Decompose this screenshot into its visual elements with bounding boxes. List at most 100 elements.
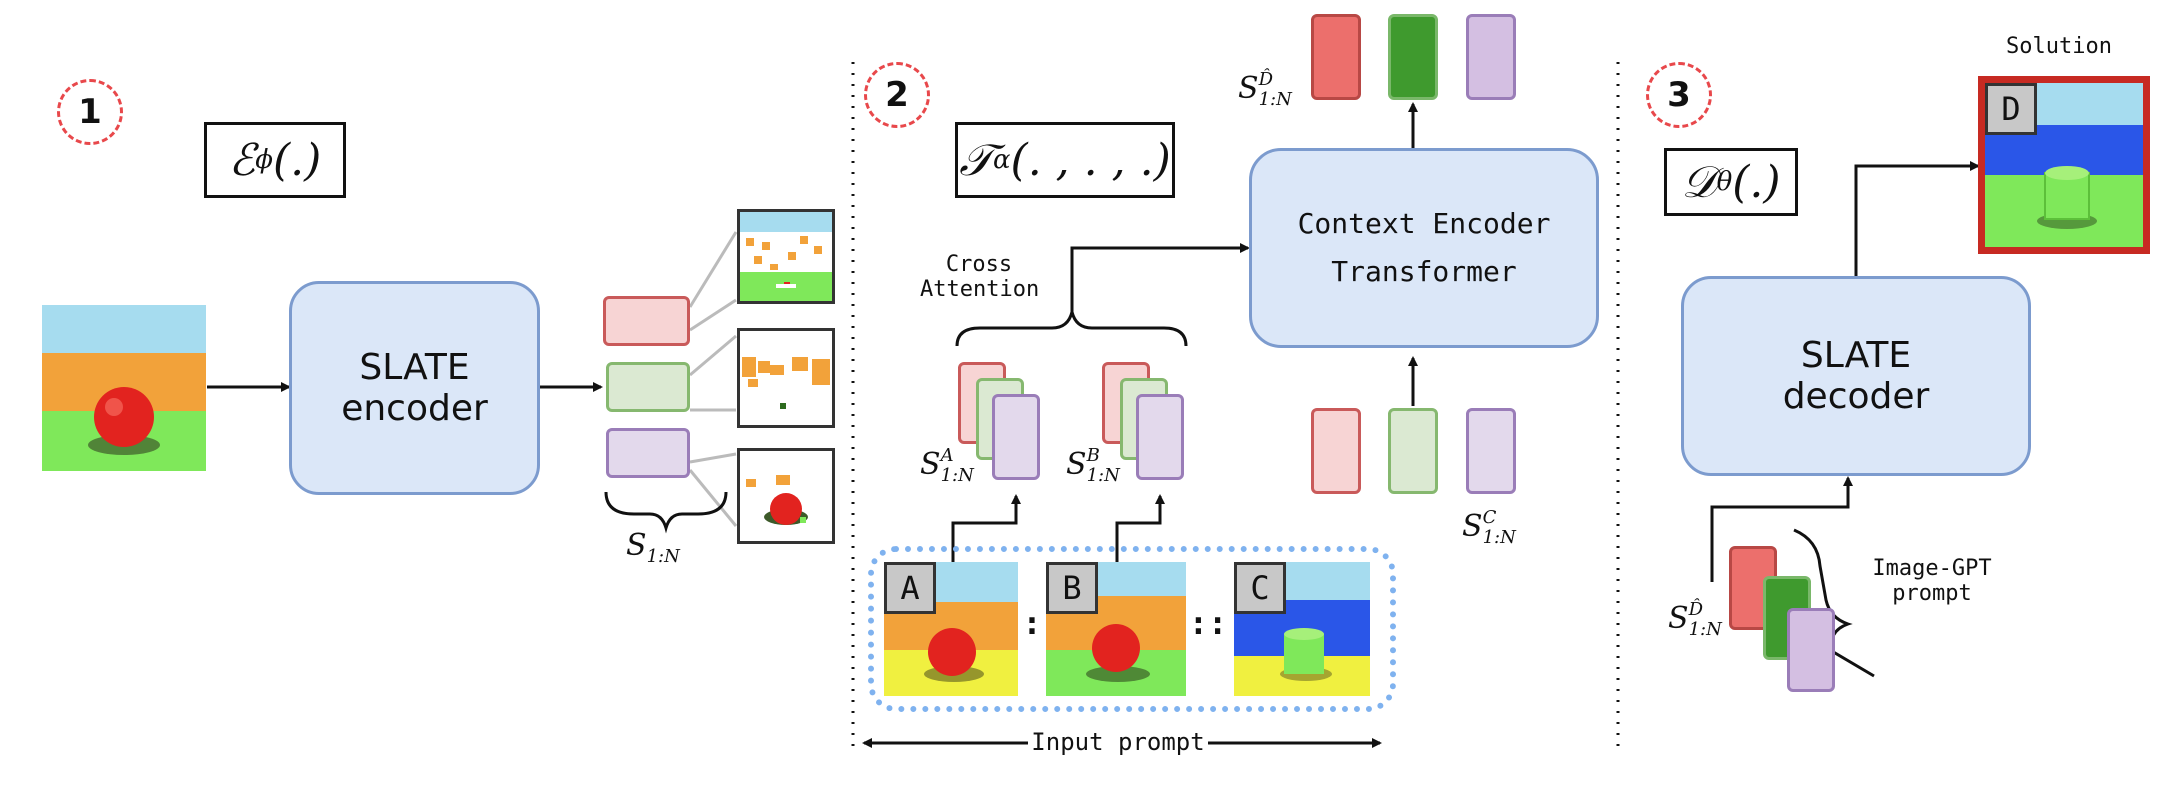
analogy-colon-single: : xyxy=(1022,604,1042,642)
arrow-b-to-slots xyxy=(1115,494,1165,562)
slate-encoder-line2: encoder xyxy=(341,388,488,429)
slot-c-red xyxy=(1311,408,1361,494)
prompt-image-a-tag: A xyxy=(884,562,936,614)
slots-c-base: S xyxy=(1462,508,1483,544)
slots-a-base: S xyxy=(920,446,941,482)
arrow-slots-to-decoder xyxy=(1710,476,1853,582)
decoder-fn-sub: θ xyxy=(1716,167,1733,197)
input-prompt-group xyxy=(868,546,1396,712)
slots-c-sub: 1:N xyxy=(1482,526,1516,548)
image-gpt-line1: Image-GPT xyxy=(1872,556,1992,581)
slots-a-sup: A xyxy=(940,445,954,466)
encoder-fn-sub: ϕ xyxy=(255,145,274,175)
slot-c-purple xyxy=(1466,408,1516,494)
slate-decoder-line1: SLATE xyxy=(1800,335,1912,376)
prompt-image-b: B xyxy=(1046,562,1186,696)
image-gpt-label: Image-GPT prompt xyxy=(1862,556,2002,606)
slots-brace xyxy=(604,491,728,534)
slots-d-bottom-sub: 1:N xyxy=(1688,618,1722,640)
input-prompt-label: Input prompt xyxy=(1031,728,1205,756)
arrow-to-context-encoder xyxy=(1070,243,1250,312)
attention-map-2-graphic xyxy=(742,357,830,409)
slots-label-base: S xyxy=(626,528,647,563)
slots-d-bottom-base: S xyxy=(1668,600,1689,636)
solution-image-d: D xyxy=(1978,76,2150,254)
context-encoder-line2: Transformer xyxy=(1331,255,1517,288)
attention-map-3-graphic xyxy=(746,475,808,525)
slot-red xyxy=(603,296,690,346)
section-2-number: 2 xyxy=(885,75,909,115)
slots-c-sup: C xyxy=(1482,507,1497,528)
slots-d-bottom-sup: D̂ xyxy=(1688,599,1703,620)
slots-b-sub: 1:N xyxy=(1086,464,1120,486)
arrow-decoder-to-solution xyxy=(1854,161,1980,276)
slot-green xyxy=(606,362,690,412)
cross-attention-label: Cross Attention xyxy=(920,252,1040,302)
encoder-fn-symbol: ℰ xyxy=(228,134,256,186)
slots-d-top-sup: D̂ xyxy=(1258,69,1273,90)
cross-attention-line2: Attention xyxy=(920,277,1040,302)
slate-decoder-line2: decoder xyxy=(1782,376,1930,417)
solution-image-d-tag: D xyxy=(1985,83,2037,135)
prompt-image-b-tag: B xyxy=(1046,562,1098,614)
prompt-image-c-tag: C xyxy=(1234,562,1286,614)
attention-map-1 xyxy=(737,209,835,304)
section-3-number: 3 xyxy=(1667,75,1691,115)
input-image-ball xyxy=(42,305,206,471)
slot-map-links xyxy=(688,231,738,527)
section-1-badge: 1 xyxy=(57,79,123,145)
slate-encoder-line1: SLATE xyxy=(359,347,470,388)
section-1-number: 1 xyxy=(78,92,102,132)
slot-c-green xyxy=(1388,408,1438,494)
attention-map-2 xyxy=(737,328,835,428)
solution-label: Solution xyxy=(2006,34,2112,59)
slot-a-purple xyxy=(992,394,1040,480)
output-slot-green xyxy=(1388,14,1438,100)
slots-b-sup: B xyxy=(1086,445,1100,466)
analogy-colon-double: :: xyxy=(1188,604,1228,642)
decoder-fn-args: (.) xyxy=(1732,156,1781,208)
transformer-fn-symbol: 𝒯 xyxy=(959,134,993,186)
slots-b-base: S xyxy=(1066,446,1087,482)
transformer-fn-args: (. , . , .) xyxy=(1010,134,1171,186)
slots-label-sub: 1:N xyxy=(646,546,680,567)
slot-b-purple xyxy=(1136,394,1184,480)
output-slot-red xyxy=(1311,14,1361,100)
cross-attention-brace xyxy=(955,311,1188,347)
attention-map-1-graphic xyxy=(740,212,832,301)
decoder-fn-symbol: 𝒟 xyxy=(1681,156,1717,208)
attention-map-3 xyxy=(737,448,835,544)
prompt-image-a: A xyxy=(884,562,1018,696)
arrow-a-to-slots xyxy=(951,494,1021,562)
gpt-slot-purple xyxy=(1787,608,1835,692)
slots-a-sub: 1:N xyxy=(940,464,974,486)
transformer-fn-sub: α xyxy=(992,145,1011,175)
encoder-fn-args: (.) xyxy=(273,134,322,186)
ball-scene-graphic xyxy=(42,305,206,471)
output-slot-purple xyxy=(1466,14,1516,100)
solution-image-d-graphic xyxy=(1985,83,2143,247)
section-3-badge: 3 xyxy=(1646,62,1712,128)
slots-label: S1:N xyxy=(626,528,680,567)
context-encoder-line1: Context Encoder xyxy=(1297,207,1551,240)
prompt-image-c: C xyxy=(1234,562,1370,696)
slot-purple xyxy=(606,428,690,478)
section-2-badge: 2 xyxy=(864,62,930,128)
slots-d-top-sub: 1:N xyxy=(1258,88,1292,110)
image-gpt-line2: prompt xyxy=(1892,581,1972,606)
cross-attention-line1: Cross xyxy=(945,252,1013,277)
slots-d-top-base: S xyxy=(1238,70,1259,106)
